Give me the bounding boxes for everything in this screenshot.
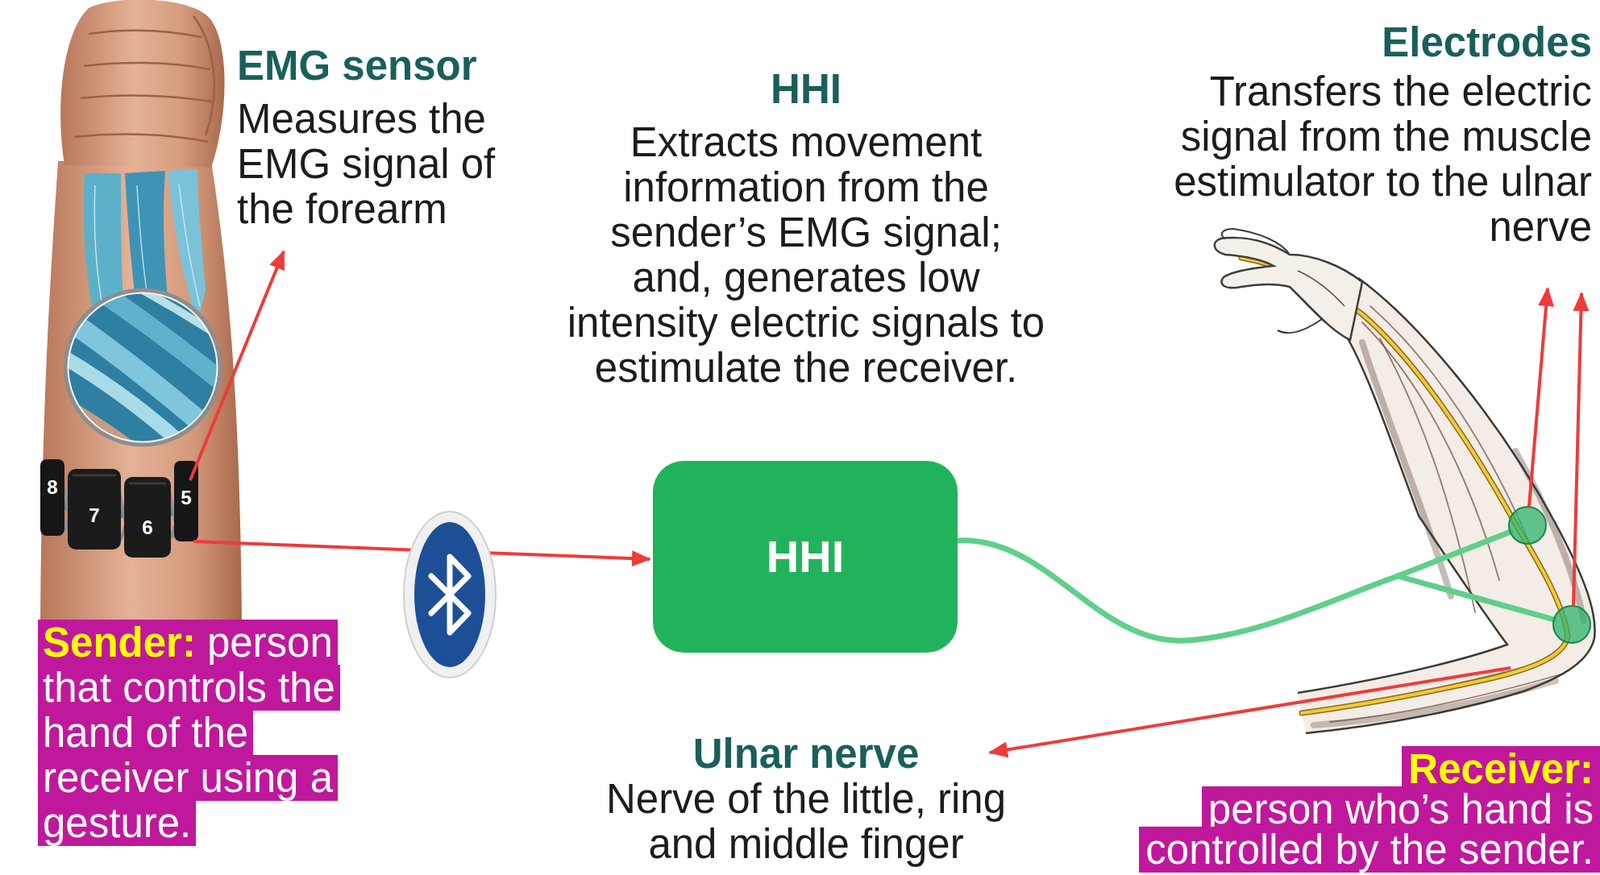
part-description: Extracts movement information from the s… xyxy=(566,120,1046,391)
magnifier xyxy=(32,265,258,494)
highlight-band: Receiver:person who’s hand is controlled… xyxy=(1116,749,1600,871)
muscle-shading xyxy=(1313,681,1556,726)
label-holder: Measures the EMG signal of the forearm xyxy=(236,96,520,233)
signal-wire xyxy=(957,540,1398,641)
label-holder: 5 xyxy=(170,486,203,511)
band-text: person who’s hand is controlled by the s… xyxy=(1138,786,1600,873)
knuckle-lines xyxy=(74,16,215,142)
band-line: Receiver: xyxy=(1116,749,1600,790)
arm-outline xyxy=(1305,278,1596,734)
electrode-pads xyxy=(1553,606,1591,644)
label-holder: Transfers the electric signal from the m… xyxy=(1140,69,1592,250)
ulnar-nerve-drawing xyxy=(1241,257,1568,714)
sensor-number: 5 xyxy=(170,486,203,511)
fist xyxy=(60,0,225,168)
part-heading: EMG sensor xyxy=(236,43,528,89)
electrode-pads xyxy=(1508,507,1546,545)
magnifier xyxy=(65,290,221,445)
label-holder: 6 xyxy=(131,515,164,541)
forearm xyxy=(40,161,242,623)
emg-armband xyxy=(40,459,199,558)
hand-drawing xyxy=(1297,270,1345,307)
leader-arrows xyxy=(1529,288,1548,508)
arm-outline xyxy=(1297,278,1596,734)
part-description: Nerve of the little, ring and middle fin… xyxy=(580,777,1032,868)
part-heading: Electrodes xyxy=(1140,20,1592,66)
arm-fill xyxy=(1297,278,1596,734)
knuckle-lines xyxy=(83,62,210,70)
ulnar-nerve-drawing xyxy=(1241,257,1568,714)
muscle-shading xyxy=(1379,338,1476,613)
signal-wire xyxy=(1397,531,1511,577)
magnifier xyxy=(32,265,258,494)
sender-arm-photo xyxy=(32,0,258,623)
bluetooth-icon xyxy=(403,511,496,678)
part-description: Measures the EMG signal of the forearm xyxy=(236,96,520,233)
bluetooth-icon xyxy=(403,511,496,678)
band-line: person who’s hand is controlled by the s… xyxy=(1116,789,1600,871)
label-holder: 7 xyxy=(78,503,111,528)
knuckle-lines xyxy=(193,16,215,136)
knuckle-lines xyxy=(88,30,202,38)
band-paragraph: Sender:person that controls the hand of … xyxy=(37,620,369,847)
hand-drawing xyxy=(1221,228,1290,255)
emg-armband xyxy=(124,477,171,558)
process-box: HHI xyxy=(652,461,958,653)
band-key: Sender: xyxy=(37,619,203,666)
label-holder: Nerve of the little, ring and middle fin… xyxy=(580,777,1032,868)
hand-drawing xyxy=(1277,319,1322,333)
part-heading: HHI xyxy=(566,66,1046,113)
electrode-pads xyxy=(1508,507,1591,644)
box-label: HHI xyxy=(766,531,844,583)
part-heading: Ulnar nerve xyxy=(580,731,1032,778)
sensor-number: 6 xyxy=(131,515,164,541)
leader-arrows xyxy=(989,668,1511,753)
magnifier xyxy=(96,265,258,363)
knuckle-lines xyxy=(74,134,208,142)
muscle-shading xyxy=(1321,660,1548,710)
label-holder: Electrodes xyxy=(1140,20,1592,66)
bluetooth-icon xyxy=(414,522,486,668)
hand-drawing xyxy=(1214,228,1363,341)
label-holder: EMG sensor xyxy=(236,43,528,89)
sensor-number: 7 xyxy=(78,503,111,528)
muscle-overlay xyxy=(178,183,200,307)
emg-armband xyxy=(72,475,167,484)
part-description: Transfers the electric signal from the m… xyxy=(1140,69,1592,250)
sensor-number: 8 xyxy=(36,475,69,500)
label-holder: 8 xyxy=(36,475,69,500)
label-holder: HHI xyxy=(566,66,1046,113)
label-holder: Ulnar nerve xyxy=(580,731,1032,778)
ulnar-nerve-drawing xyxy=(1241,257,1568,714)
arm-outline xyxy=(1297,338,1508,694)
signal-wire xyxy=(957,531,1555,641)
leader-arrows xyxy=(190,251,284,481)
signal-wire xyxy=(1397,576,1555,620)
bluetooth-icon xyxy=(431,556,469,633)
highlight-band: Sender:person that controls the hand of … xyxy=(37,620,369,847)
receiver-arm-illustration xyxy=(1214,228,1596,734)
knuckle-lines xyxy=(80,95,212,102)
band-key: Receiver: xyxy=(1401,746,1600,793)
label-holder: Extracts movement information from the s… xyxy=(566,120,1046,391)
leader-arrows xyxy=(1573,293,1582,607)
magnifier xyxy=(67,292,218,443)
emg-armband xyxy=(67,469,121,550)
